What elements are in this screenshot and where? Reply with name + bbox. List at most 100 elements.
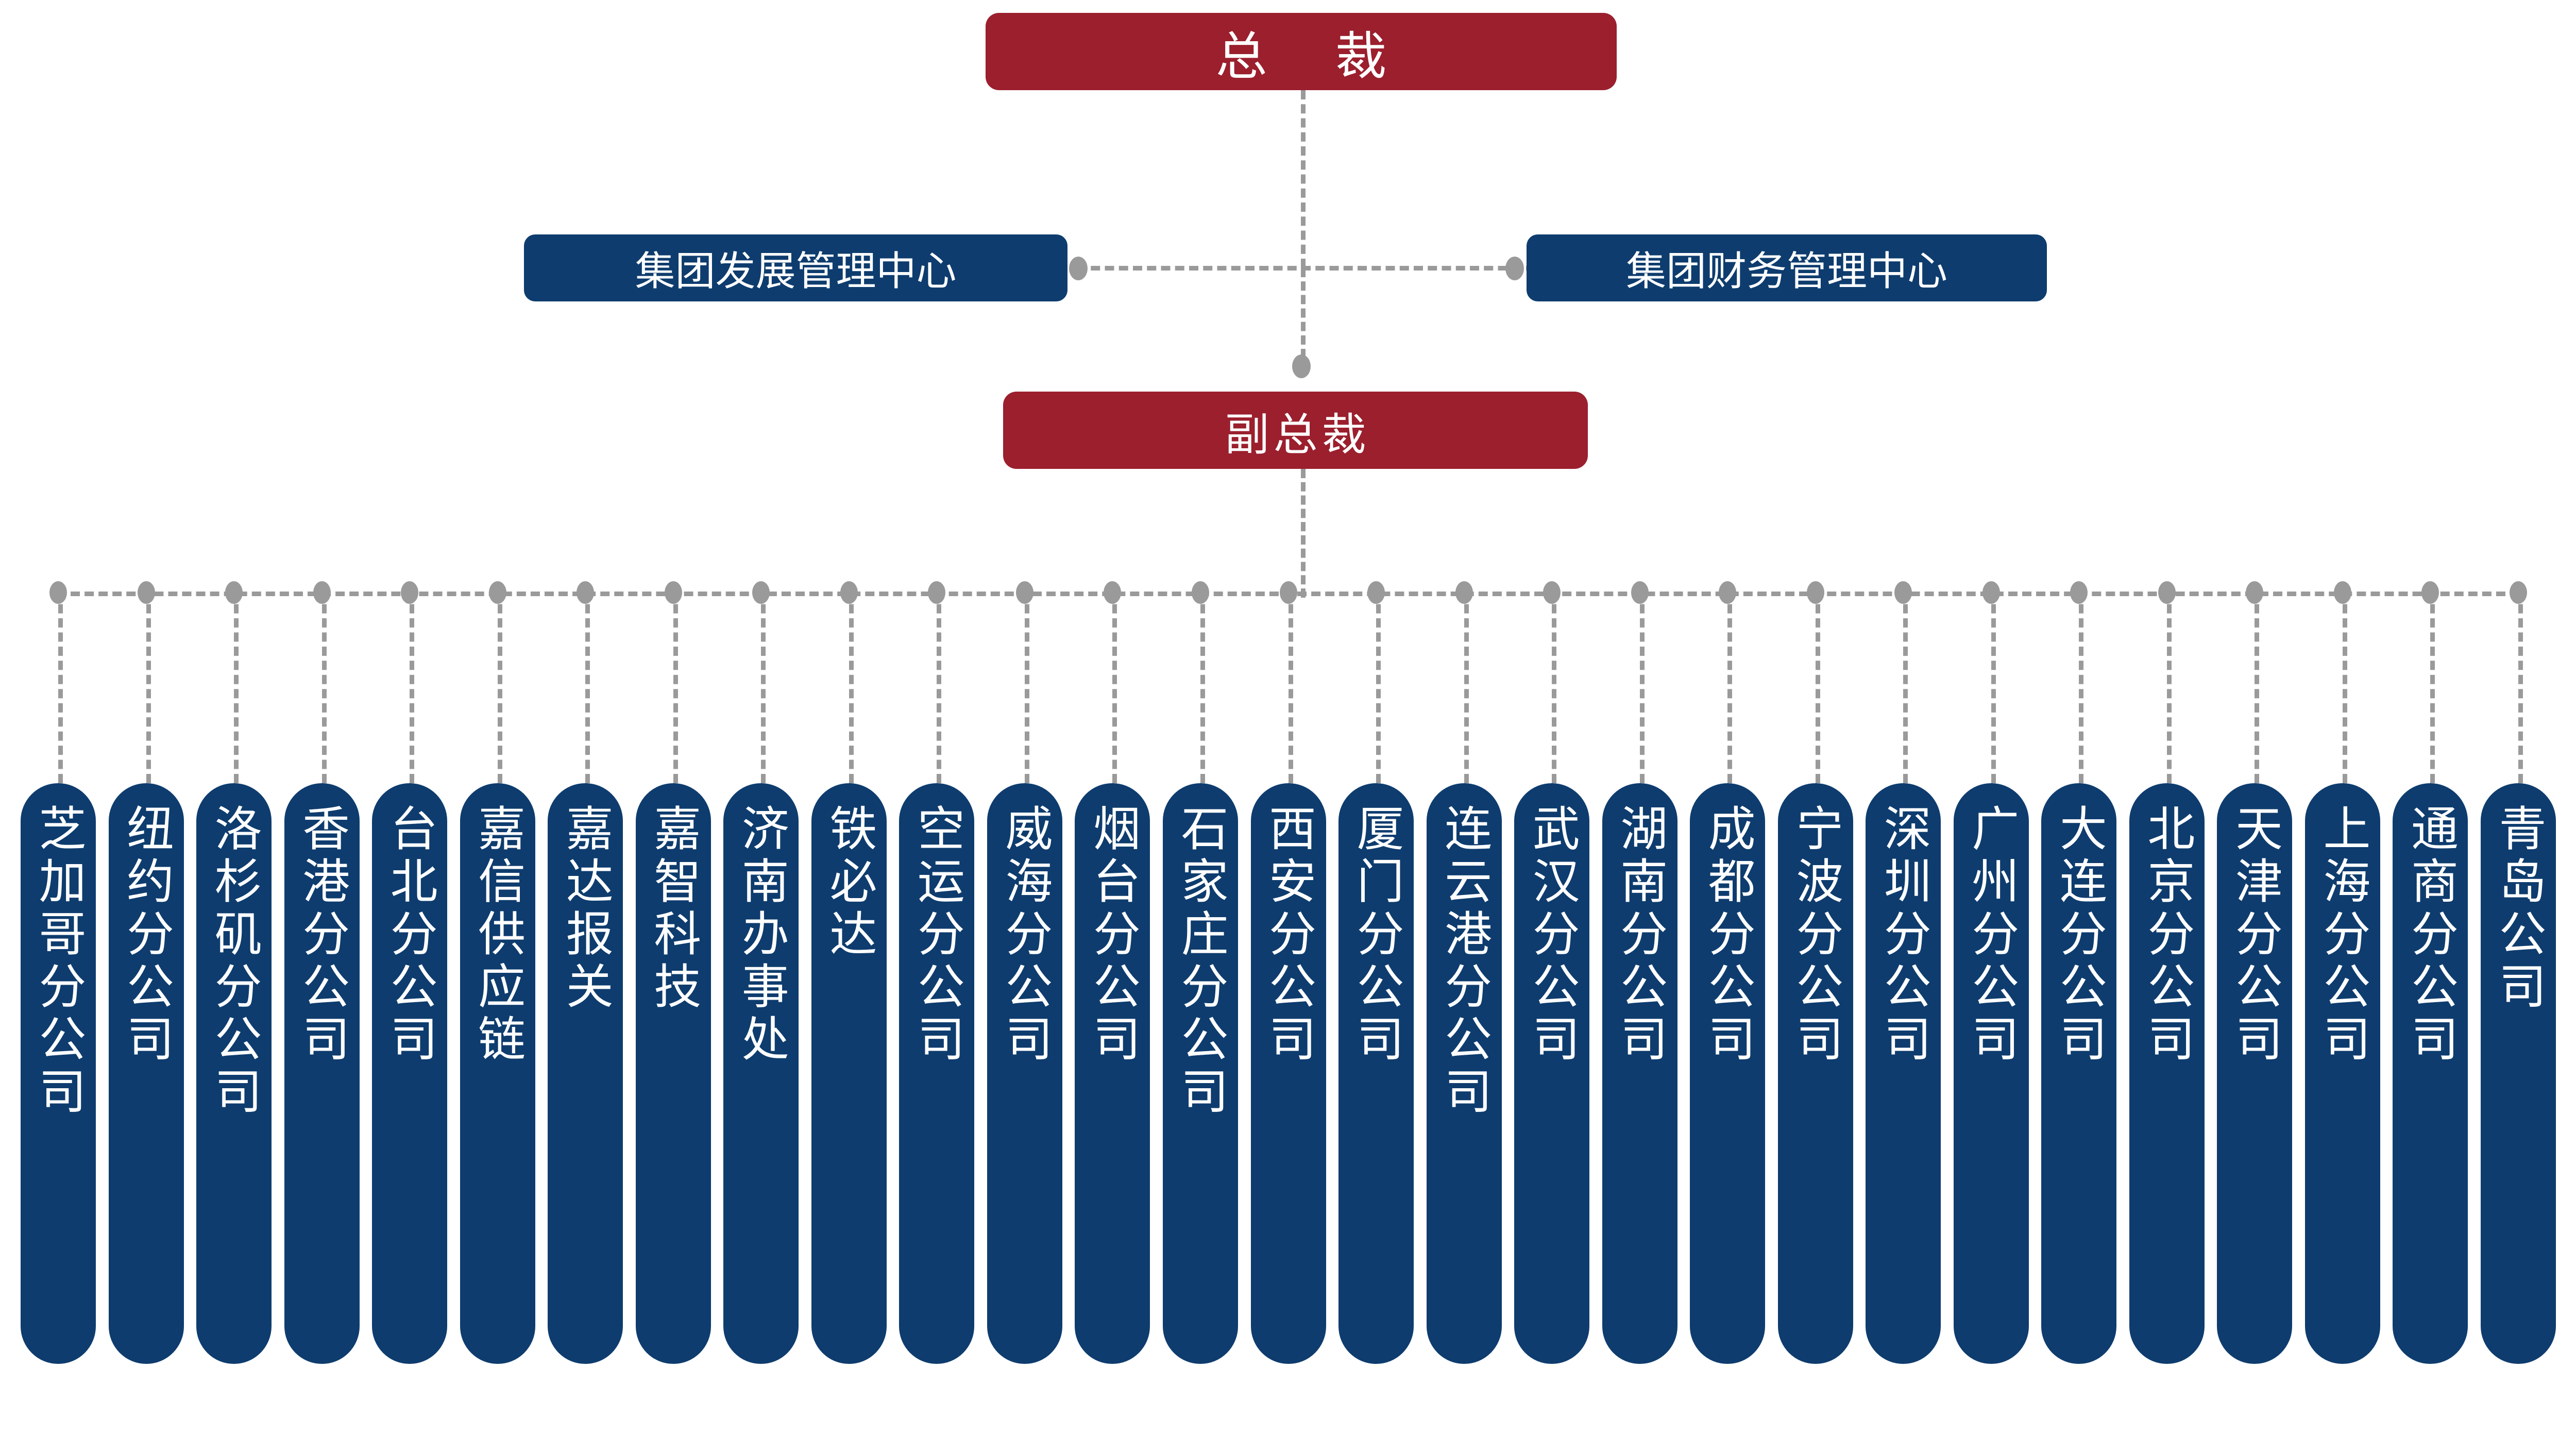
connector-branch-stem [58, 590, 63, 783]
branch-company-label: 通商分公司 [2404, 804, 2457, 1067]
branch-company-label: 西安分公司 [1262, 804, 1315, 1067]
branch-company-box[interactable]: 深圳分公司 [1866, 783, 1941, 1364]
connector-dot-branch [2510, 581, 2527, 604]
connector-branch-stem [673, 590, 678, 783]
connector-dot-branch [2158, 581, 2176, 604]
connector-dot-branch [1982, 581, 2000, 604]
branch-company-label: 空运分公司 [910, 804, 963, 1067]
node-group-development-management-center[interactable]: 集团发展管理中心 [524, 234, 1067, 301]
branch-company-box[interactable]: 上海分公司 [2304, 783, 2380, 1364]
connector-branch-stem [1200, 590, 1205, 783]
branch-company-box[interactable]: 厦门分公司 [1338, 783, 1414, 1364]
branch-company-box[interactable]: 大连分公司 [2041, 783, 2117, 1364]
connector-branch-stem [937, 590, 942, 783]
branch-company-label: 嘉达报关 [559, 804, 612, 1014]
branch-company-box[interactable]: 台北分公司 [372, 783, 448, 1364]
connector-branch-stem [585, 590, 590, 783]
connector-branch-stem [2518, 590, 2523, 783]
branch-company-label: 嘉信供应链 [471, 804, 524, 1067]
branch-company-box[interactable]: 嘉智科技 [635, 783, 711, 1364]
connector-dot-branch [840, 581, 858, 604]
branch-company-box[interactable]: 石家庄分公司 [1162, 783, 1238, 1364]
branch-company-box[interactable]: 青岛公司 [2481, 783, 2556, 1364]
branch-company-box[interactable]: 济南办事处 [723, 783, 799, 1364]
connector-dot-branch [664, 581, 682, 604]
connector-branch-stem [761, 590, 766, 783]
node-group-finance-management-center[interactable]: 集团财务管理中心 [1527, 234, 2047, 301]
branch-company-box[interactable]: 空运分公司 [899, 783, 975, 1364]
branch-company-box[interactable]: 武汉分公司 [1514, 783, 1590, 1364]
connector-branch-stem [410, 590, 415, 783]
connector-dot-branch [2333, 581, 2351, 604]
connector-dot-branch [752, 581, 770, 604]
connector-dot-branch [1894, 581, 1912, 604]
connector-branch-stem [1991, 590, 1996, 783]
branch-company-box[interactable]: 香港分公司 [284, 783, 360, 1364]
branch-company-label: 宁波分公司 [1789, 804, 1842, 1067]
branch-company-box[interactable]: 嘉达报关 [548, 783, 623, 1364]
branch-company-box[interactable]: 纽约分公司 [108, 783, 184, 1364]
connector-dot-branch [1719, 581, 1737, 604]
connector-dot-branch [2246, 581, 2264, 604]
connector-branch-stem [2255, 590, 2260, 783]
connector-dot-branch [1191, 581, 1209, 604]
branch-company-box[interactable]: 烟台分公司 [1075, 783, 1150, 1364]
connector-dot-branch [1806, 581, 1824, 604]
connector-branch-stem [321, 590, 327, 783]
branch-company-box[interactable]: 北京分公司 [2129, 783, 2205, 1364]
connector-dot-branch [1455, 581, 1473, 604]
connector-dot-branch [928, 581, 946, 604]
branch-company-box[interactable]: 西安分公司 [1250, 783, 1326, 1364]
connector-branch-stem [1903, 590, 1908, 783]
connector-branch-stem [1815, 590, 1820, 783]
connector-branch-stem [1024, 590, 1029, 783]
connector-dot-branch [1543, 581, 1561, 604]
connector-president-to-bus [1301, 90, 1306, 268]
connector-dot-fin-center [1505, 257, 1524, 280]
branch-company-box[interactable]: 嘉信供应链 [460, 783, 535, 1364]
branch-company-label: 威海分公司 [998, 804, 1051, 1067]
connector-branch-stem [1288, 590, 1293, 783]
branch-company-label: 石家庄分公司 [1174, 804, 1227, 1119]
connector-branch-stem [2079, 590, 2084, 783]
branch-company-box[interactable]: 成都分公司 [1690, 783, 1766, 1364]
connector-branch-stem [1639, 590, 1645, 783]
branch-company-label: 深圳分公司 [1877, 804, 1930, 1067]
branch-company-box[interactable]: 广州分公司 [1953, 783, 2029, 1364]
branch-company-box[interactable]: 天津分公司 [2217, 783, 2293, 1364]
branch-company-box[interactable]: 通商分公司 [2393, 783, 2468, 1364]
branch-company-label: 厦门分公司 [1350, 804, 1403, 1067]
connector-dot-branch [577, 581, 595, 604]
connector-branch-stem [1464, 590, 1469, 783]
branch-company-label: 成都分公司 [1701, 804, 1754, 1067]
connector-branch-stem [1727, 590, 1733, 783]
branch-company-box[interactable]: 连云港分公司 [1426, 783, 1502, 1364]
branch-company-box[interactable]: 洛杉矶分公司 [196, 783, 272, 1364]
connector-dot-dev-center [1069, 257, 1088, 280]
connector-dot-branch [49, 581, 67, 604]
branch-company-box[interactable]: 湖南分公司 [1602, 783, 1677, 1364]
connector-branch-stem [146, 590, 151, 783]
connector-branch-stem [2166, 590, 2172, 783]
connector-branch-stem [1112, 590, 1117, 783]
connector-branch-stem [2430, 590, 2435, 783]
branch-company-label: 北京分公司 [2140, 804, 2193, 1067]
connector-dot-branch [1015, 581, 1033, 604]
connector-dot-branch [313, 581, 331, 604]
connector-dot-branch [1104, 581, 1122, 604]
branch-company-box[interactable]: 铁必达 [811, 783, 887, 1364]
node-vice-president[interactable]: 副总裁 [1003, 392, 1588, 469]
connector-dot-branch [137, 581, 155, 604]
branch-company-label: 烟台分公司 [1086, 804, 1139, 1067]
connector-dot-branch [2070, 581, 2088, 604]
branch-company-box[interactable]: 芝加哥分公司 [21, 783, 96, 1364]
connector-dot-branch [1631, 581, 1649, 604]
branch-company-label: 天津分公司 [2228, 804, 2281, 1067]
branch-company-box[interactable]: 威海分公司 [987, 783, 1062, 1364]
branch-company-label: 铁必达 [822, 804, 875, 961]
branch-company-label: 济南办事处 [735, 804, 788, 1067]
branch-company-label: 上海分公司 [2316, 804, 2369, 1067]
branch-company-box[interactable]: 宁波分公司 [1777, 783, 1853, 1364]
node-president[interactable]: 总 裁 [986, 13, 1617, 90]
